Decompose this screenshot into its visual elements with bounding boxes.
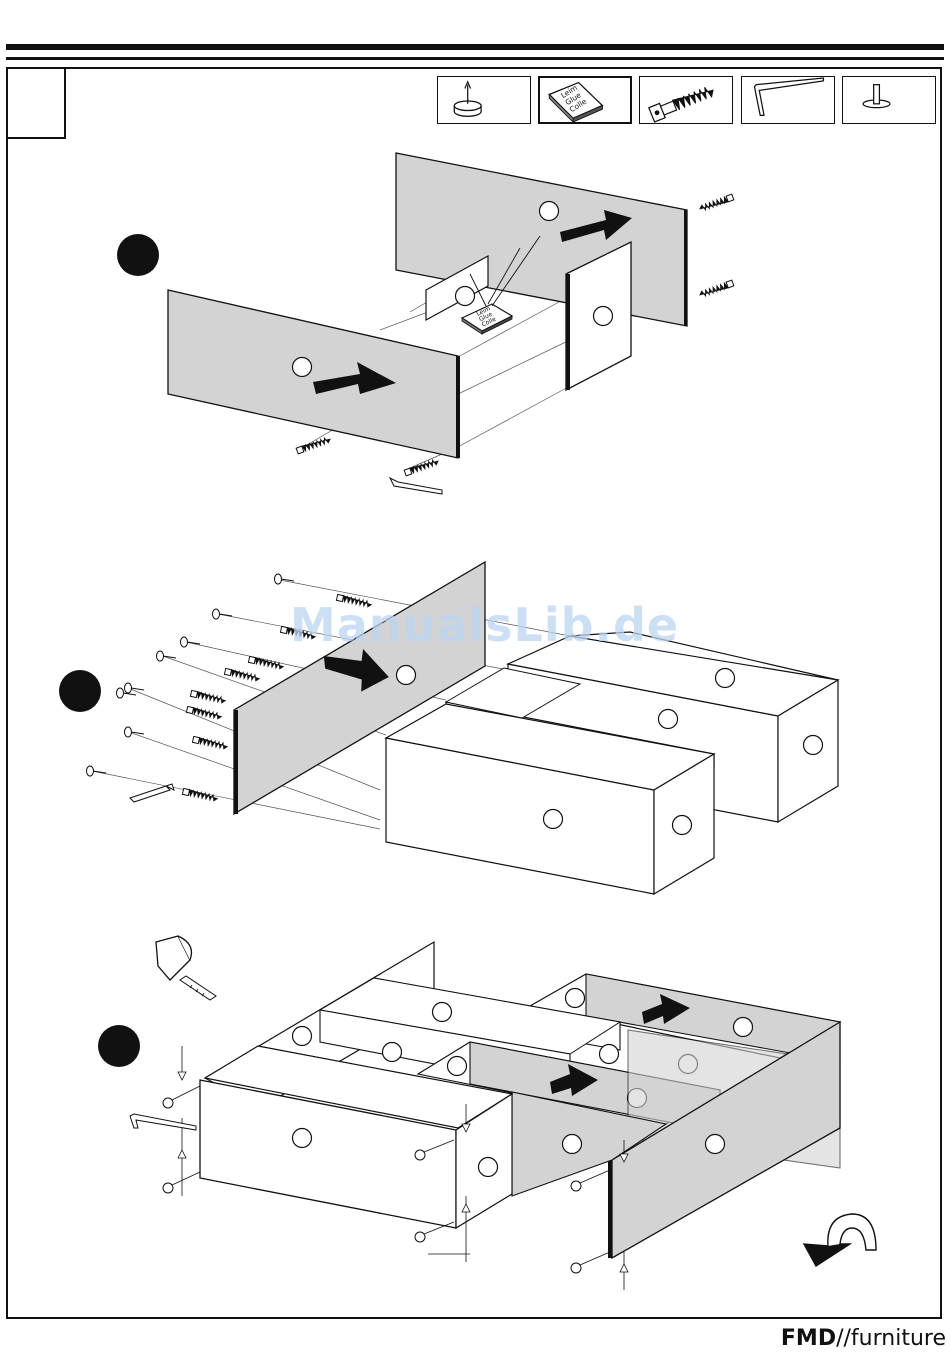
brand-light: //furniture [836,1326,946,1351]
brand-bold: FMD [781,1326,836,1351]
step-3-diagram [130,936,876,1290]
watermark: ManualsLib.de [290,598,679,652]
step-1-diagram: Leim Glue Colle [168,153,734,494]
brand-logo: FMD//furniture [781,1326,946,1351]
